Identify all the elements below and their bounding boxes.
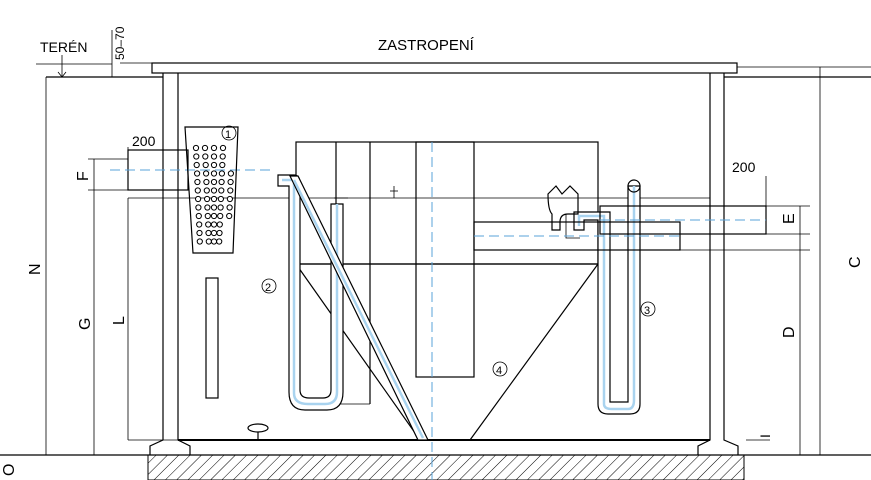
dim-n: N (27, 263, 44, 275)
basket-hole (210, 195, 218, 203)
basket-hole (204, 204, 211, 211)
dim-c: C (847, 256, 864, 268)
component-4-marker (492, 361, 508, 377)
basket-hole (205, 229, 212, 237)
basket-hole (196, 229, 203, 237)
component-1-label: 1 (225, 129, 231, 141)
basket-hole (227, 170, 234, 177)
bottom-valve (247, 423, 269, 440)
basket-hole (218, 187, 225, 194)
basket-hole (203, 170, 210, 177)
basket-hole (227, 178, 234, 186)
outlet-width-label: 200 (732, 159, 756, 175)
tank-walls (46, 62, 871, 455)
basket-hole (210, 178, 218, 186)
component-3-marker (640, 301, 656, 317)
basket-hole (195, 212, 202, 220)
component-2-label: 2 (265, 282, 271, 294)
cover-depth-label: 50–70 (113, 26, 127, 60)
basket-hole (219, 144, 227, 152)
foundation-slab (147, 454, 745, 480)
basket-hole (217, 195, 224, 203)
basket-hole (193, 161, 200, 169)
basket-hole (210, 144, 218, 152)
terrain-label: TERÉN (40, 39, 87, 55)
basket-hole (210, 221, 218, 228)
basket-hole (226, 204, 233, 211)
basket-hole (216, 221, 223, 228)
dim-e: E (781, 213, 798, 224)
basket-hole (194, 187, 201, 194)
outlet-elbow (547, 185, 579, 231)
dim-f: F (75, 171, 92, 181)
basket-hole (217, 212, 224, 220)
basket-hole (193, 153, 200, 160)
basket-hole (226, 195, 233, 203)
left-dimension-lines (45, 77, 710, 455)
dim-o: O (1, 464, 18, 476)
basket-hole (218, 178, 225, 186)
basket-hole (203, 187, 210, 194)
basket-hole (210, 238, 218, 245)
diagonal-return-pipe (289, 175, 429, 441)
inlet-width-label: 200 (132, 133, 156, 149)
basket-hole (201, 144, 209, 152)
basket-hole (195, 195, 202, 203)
basket-hole (210, 153, 218, 160)
basket-hole (216, 229, 223, 237)
basket-hole (204, 212, 211, 220)
dim-l: L (111, 316, 128, 325)
basket-hole (210, 187, 218, 194)
component-1-marker (221, 125, 237, 141)
basket-hole (210, 170, 218, 177)
basket-hole (210, 212, 218, 220)
dim-d: D (781, 326, 798, 338)
right-dimension-lines (680, 67, 821, 455)
component-3-label: 3 (644, 305, 650, 317)
basket-hole (226, 212, 233, 220)
basket-hole (227, 187, 234, 194)
basket-hole (205, 221, 212, 228)
right-airlift-pipe (573, 179, 641, 415)
basket-hole (216, 238, 223, 245)
basket-hole (219, 153, 226, 160)
basket-hole (210, 161, 218, 169)
basket-hole (194, 170, 201, 177)
perforated-basket (184, 126, 239, 254)
basket-hole (195, 204, 202, 211)
dim-g: G (77, 318, 94, 330)
basket-hole (192, 144, 200, 152)
basket-hole (205, 238, 212, 245)
ceiling-slab (151, 62, 738, 74)
inlet-pipe (127, 147, 189, 191)
basket-hole (217, 204, 224, 211)
dim-i: I (757, 434, 773, 438)
basket-hole (210, 204, 218, 211)
component-4-label: 4 (496, 365, 502, 377)
basket-hole (218, 170, 225, 177)
basket-hole (194, 178, 201, 186)
basket-hole (202, 153, 209, 160)
basket-hole (196, 238, 203, 245)
basket-hole (196, 221, 203, 228)
outlet-pipe (473, 176, 767, 251)
distribution-plate (205, 277, 219, 399)
ceiling-label: ZASTROPENÍ (378, 37, 475, 54)
basket-hole (219, 161, 226, 169)
basket-hole (210, 229, 218, 237)
basket-hole (204, 195, 211, 203)
component-2-marker (261, 278, 277, 294)
basket-hole (203, 178, 210, 186)
terrain-marker (36, 55, 112, 78)
basket-hole (202, 161, 209, 169)
